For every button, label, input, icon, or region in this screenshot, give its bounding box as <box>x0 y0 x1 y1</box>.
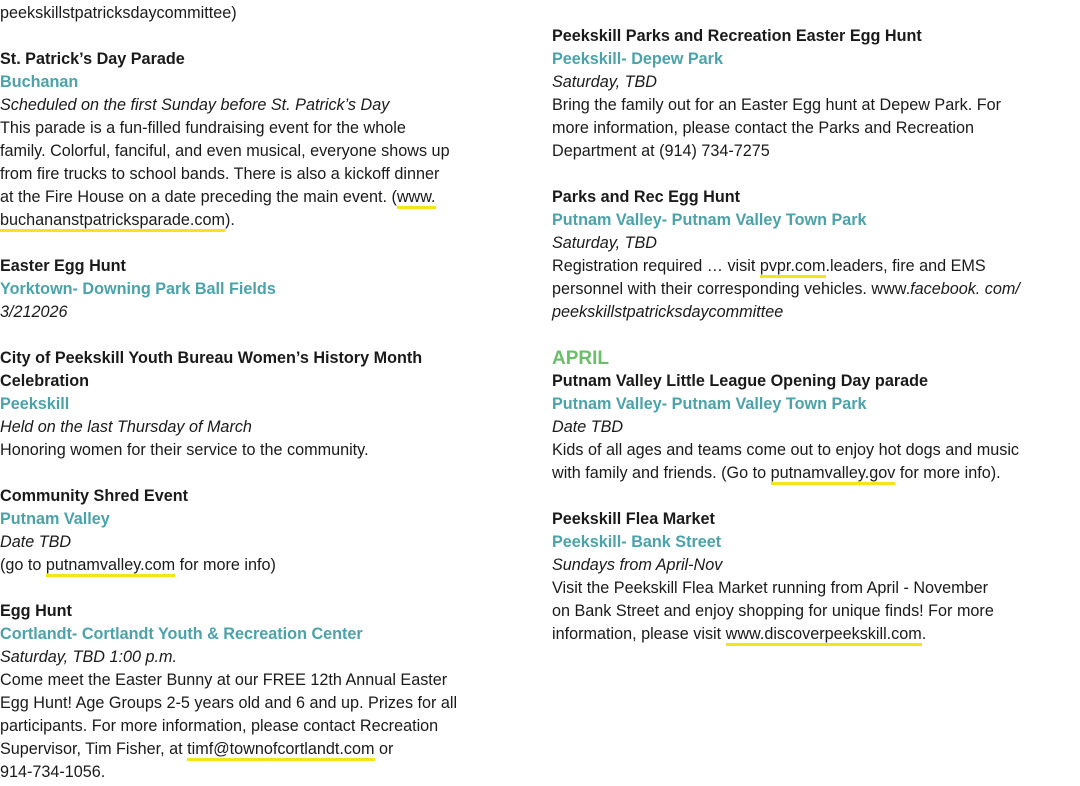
email-link[interactable]: timf@townofcortlandt.com <box>187 740 375 761</box>
description-text: information, please visit <box>552 625 726 643</box>
description-text: Registration required … visit <box>552 257 760 275</box>
month-heading: APRIL <box>552 348 609 369</box>
event-location: Putnam Valley <box>0 510 110 528</box>
description-text: at the Fire House on a date preceding th… <box>0 188 397 206</box>
event-location: Buchanan <box>0 73 79 91</box>
event-title: Parks and Rec Egg Hunt <box>552 188 740 206</box>
right-column: Peekskill Parks and Recreation Easter Eg… <box>552 2 1074 646</box>
event-title: Egg Hunt <box>0 602 72 620</box>
event-date: Held on the last Thursday of March <box>0 418 252 436</box>
left-column: peekskillstpatricksdaycommittee) St. Pat… <box>0 2 500 784</box>
event-description-line: personnel with their corresponding vehic… <box>552 278 1074 301</box>
event-date: Saturday, TBD 1:00 p.m. <box>0 648 177 666</box>
discoverpeekskill-link[interactable]: www.discoverpeekskill.com <box>725 625 922 646</box>
event-flea-market: Peekskill Flea Market Peekskill- Bank St… <box>552 508 1074 646</box>
event-little-league-parade: Putnam Valley Little League Opening Day … <box>552 370 1074 485</box>
event-st-patricks-parade: St. Patrick’s Day Parade Buchanan Schedu… <box>0 48 500 232</box>
description-text: for more info) <box>175 556 276 574</box>
event-description-line: Egg Hunt! Age Groups 2-5 years old and 6… <box>0 694 458 712</box>
description-text: for more info). <box>895 464 1001 482</box>
event-description-line: information, please visit www.discoverpe… <box>552 623 1074 646</box>
event-location: Putnam Valley- Putnam Valley Town Park <box>552 211 867 229</box>
description-text: Supervisor, Tim Fisher, at <box>0 740 188 758</box>
event-description-line: Department at (914) 734-7275 <box>552 142 770 160</box>
event-title: Easter Egg Hunt <box>0 257 126 275</box>
event-egg-hunt-cortlandt: Egg Hunt Cortlandt- Cortlandt Youth & Re… <box>0 600 500 784</box>
event-title: Community Shred Event <box>0 487 188 505</box>
description-text: .leaders, fire and EMS <box>825 257 986 275</box>
event-easter-egg-hunt: Easter Egg Hunt Yorktown- Downing Park B… <box>0 255 500 324</box>
event-location: Peekskill- Bank Street <box>552 533 722 551</box>
event-parks-rec-egg-hunt: Parks and Rec Egg Hunt Putnam Valley- Pu… <box>552 186 1074 324</box>
event-title: St. Patrick’s Day Parade <box>0 50 185 68</box>
event-location: Peekskill <box>0 395 70 413</box>
event-description-line: Kids of all ages and teams come out to e… <box>552 441 1020 459</box>
event-description-line: Visit the Peekskill Flea Market running … <box>552 579 989 597</box>
event-title: Putnam Valley Little League Opening Day … <box>552 372 929 390</box>
event-description-line: peekskillstpatricksdaycommittee <box>552 303 784 321</box>
event-description-line: more information, please contact the Par… <box>552 119 974 137</box>
event-description-line: Come meet the Easter Bunny at our FREE 1… <box>0 671 448 689</box>
event-location: Yorktown- Downing Park Ball Fields <box>0 280 276 298</box>
event-date: Saturday, TBD <box>552 73 657 91</box>
event-date: 3/212026 <box>0 303 68 321</box>
pvpr-link[interactable]: pvpr.com <box>759 257 826 278</box>
event-description-line: 914-734-1056. <box>0 763 106 781</box>
event-date: Date TBD <box>552 418 624 436</box>
buchanan-website-link-cont[interactable]: buchananstpatricksparade.com <box>0 211 225 232</box>
description-text: . <box>921 625 927 643</box>
description-text: (go to <box>0 556 46 574</box>
event-date: Saturday, TBD <box>552 234 657 252</box>
event-description-line: Supervisor, Tim Fisher, at timf@townofco… <box>0 738 500 761</box>
event-location: Putnam Valley- Putnam Valley Town Park <box>552 395 867 413</box>
description-text: with family and friends. (Go to <box>552 464 771 482</box>
description-text: ). <box>224 211 235 229</box>
event-date: Date TBD <box>0 533 72 551</box>
event-title-cont: Celebration <box>0 372 90 390</box>
event-description-line: (go to putnamvalley.com for more info) <box>0 554 500 577</box>
event-description-line: buchananstpatricksparade.com). <box>0 209 500 232</box>
putnamvalley-gov-link[interactable]: putnamvalley.gov <box>770 464 896 485</box>
event-title: Peekskill Parks and Recreation Easter Eg… <box>552 27 922 45</box>
facebook-text: facebook. com/ <box>910 280 1020 298</box>
event-title: City of Peekskill Youth Bureau Women’s H… <box>0 349 423 367</box>
event-description-line: participants. For more information, plea… <box>0 717 439 735</box>
event-description-line: Registration required … visit pvpr.com.l… <box>552 255 1074 278</box>
intro-tail-text: peekskillstpatricksdaycommittee) <box>0 4 237 22</box>
event-description-line: with family and friends. (Go to putnamva… <box>552 462 1074 485</box>
event-description-line: Bring the family out for an Easter Egg h… <box>552 96 1001 114</box>
event-description-line: from fire trucks to school bands. There … <box>0 165 440 183</box>
event-description-line: family. Colorful, fanciful, and even mus… <box>0 142 450 160</box>
description-text: personnel with their corresponding vehic… <box>552 280 911 298</box>
event-community-shred: Community Shred Event Putnam Valley Date… <box>0 485 500 577</box>
event-date: Scheduled on the first Sunday before St.… <box>0 96 390 114</box>
event-description-line: Honoring women for their service to the … <box>0 441 369 459</box>
event-womens-history-month: City of Peekskill Youth Bureau Women’s H… <box>0 347 500 462</box>
event-description-line: on Bank Street and enjoy shopping for un… <box>552 602 994 620</box>
event-description-line: This parade is a fun-filled fundraising … <box>0 119 406 137</box>
buchanan-website-link[interactable]: www. <box>396 188 436 209</box>
event-location: Cortlandt- Cortlandt Youth & Recreation … <box>0 625 363 643</box>
event-location: Peekskill- Depew Park <box>552 50 723 68</box>
event-peekskill-easter-egg-hunt: Peekskill Parks and Recreation Easter Eg… <box>552 25 1074 163</box>
event-date: Sundays from April-Nov <box>552 556 723 574</box>
event-description-line: at the Fire House on a date preceding th… <box>0 186 500 209</box>
putnamvalley-com-link[interactable]: putnamvalley.com <box>45 556 176 577</box>
description-text: or <box>374 740 394 758</box>
event-title: Peekskill Flea Market <box>552 510 715 528</box>
